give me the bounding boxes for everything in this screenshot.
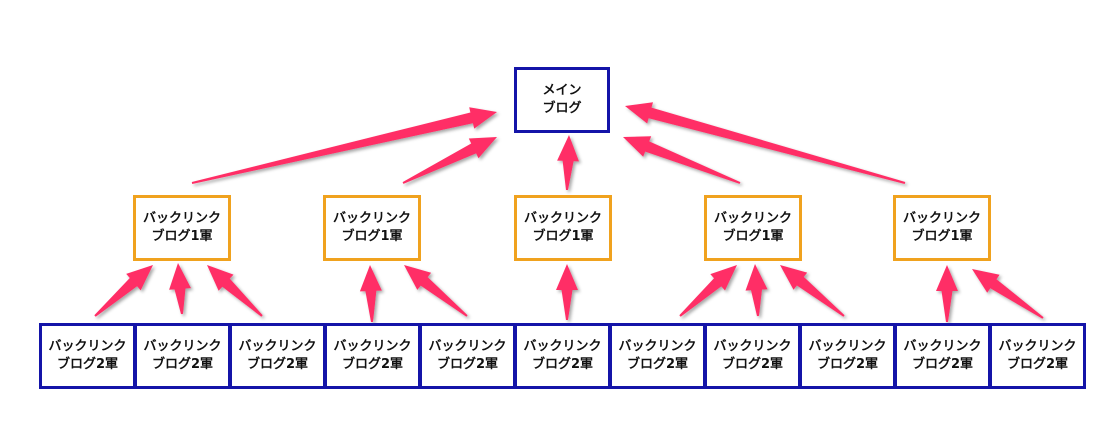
tier2-label-line1: バックリンク	[523, 339, 602, 354]
main-blog-label-line1: メイン	[542, 83, 582, 98]
tier1-label-line2: ブログ1軍	[341, 229, 403, 244]
tier2-label-line1: バックリンク	[333, 339, 412, 354]
main-blog-node: メイン ブログ	[514, 67, 610, 133]
tier1-label-line2: ブログ1軍	[532, 229, 594, 244]
arrow-tier2-to-tier1	[169, 263, 191, 315]
tier2-node: バックリンク ブログ2軍	[799, 323, 896, 389]
tier2-label-line2: ブログ2軍	[151, 357, 214, 372]
arrow-tier1-to-main	[623, 136, 741, 184]
tier2-node: バックリンク ブログ2軍	[989, 323, 1086, 389]
main-blog-label-line2: ブログ	[542, 101, 582, 116]
tier2-label-line2: ブログ2軍	[436, 357, 499, 372]
tier1-label-line1: バックリンク	[332, 211, 411, 226]
arrow-tier2-to-tier1	[556, 264, 578, 320]
tier2-label-line2: ブログ2軍	[531, 357, 594, 372]
tier1-label-line1: バックリンク	[902, 211, 981, 226]
tier2-node: バックリンク ブログ2軍	[324, 323, 421, 389]
tier2-label-line2: ブログ2軍	[341, 357, 404, 372]
arrow-tier2-to-tier1	[404, 265, 468, 317]
tier1-label-line1: バックリンク	[142, 211, 221, 226]
tier2-label-line2: ブログ2軍	[816, 357, 879, 372]
arrow-tier2-to-tier1	[972, 269, 1044, 319]
arrow-tier2-to-tier1	[359, 265, 382, 322]
tier2-label-line1: バックリンク	[903, 339, 982, 354]
arrow-tier2-to-tier1	[207, 265, 263, 317]
tier2-node: バックリンク ブログ2軍	[419, 323, 516, 389]
tier2-node: バックリンク ブログ2軍	[704, 323, 801, 389]
tier2-node: バックリンク ブログ2軍	[134, 323, 231, 389]
tier2-label-line1: バックリンク	[998, 339, 1077, 354]
tier2-label-line2: ブログ2軍	[1006, 357, 1069, 372]
tier2-node: バックリンク ブログ2軍	[514, 323, 611, 389]
tier2-label-line2: ブログ2軍	[246, 357, 309, 372]
tier1-label-line2: ブログ1軍	[151, 229, 213, 244]
tier1-label-line2: ブログ1軍	[911, 229, 973, 244]
tier2-label-line1: バックリンク	[48, 339, 127, 354]
tier2-label-line1: バックリンク	[428, 339, 507, 354]
arrow-tier2-to-tier1	[745, 264, 768, 317]
tier2-label-line2: ブログ2軍	[56, 357, 119, 372]
tier2-node: バックリンク ブログ2軍	[609, 323, 706, 389]
tier1-node: バックリンク ブログ1軍	[323, 195, 421, 261]
tier1-node: バックリンク ブログ1軍	[514, 195, 612, 261]
tier1-node: バックリンク ブログ1軍	[893, 195, 991, 261]
arrow-tier2-to-tier1	[679, 265, 737, 317]
arrow-tier1-to-main	[625, 102, 906, 184]
tier1-label-line1: バックリンク	[523, 211, 602, 226]
arrow-tier2-to-tier1	[936, 265, 958, 322]
tier2-label-line2: ブログ2軍	[626, 357, 689, 372]
arrow-tier1-to-main	[557, 135, 579, 190]
tier2-node: バックリンク ブログ2軍	[894, 323, 991, 389]
tier2-label-line1: バックリンク	[713, 339, 792, 354]
arrow-tier2-to-tier1	[94, 265, 153, 317]
arrow-tier1-to-main	[191, 107, 498, 184]
tier2-node: バックリンク ブログ2軍	[229, 323, 326, 389]
tier1-node: バックリンク ブログ1軍	[133, 195, 231, 261]
tier1-label-line1: バックリンク	[713, 211, 792, 226]
tier1-label-line2: ブログ1軍	[722, 229, 784, 244]
tier2-label-line1: バックリンク	[808, 339, 887, 354]
tier2-label-line2: ブログ2軍	[911, 357, 974, 372]
tier2-label-line1: バックリンク	[238, 339, 317, 354]
tier2-label-line1: バックリンク	[618, 339, 697, 354]
tier2-node: バックリンク ブログ2軍	[39, 323, 136, 389]
arrow-tier2-to-tier1	[780, 265, 845, 317]
arrow-tier1-to-main	[402, 137, 497, 184]
tier2-label-line1: バックリンク	[143, 339, 222, 354]
tier2-label-line2: ブログ2軍	[721, 357, 784, 372]
tier1-node: バックリンク ブログ1軍	[704, 195, 802, 261]
